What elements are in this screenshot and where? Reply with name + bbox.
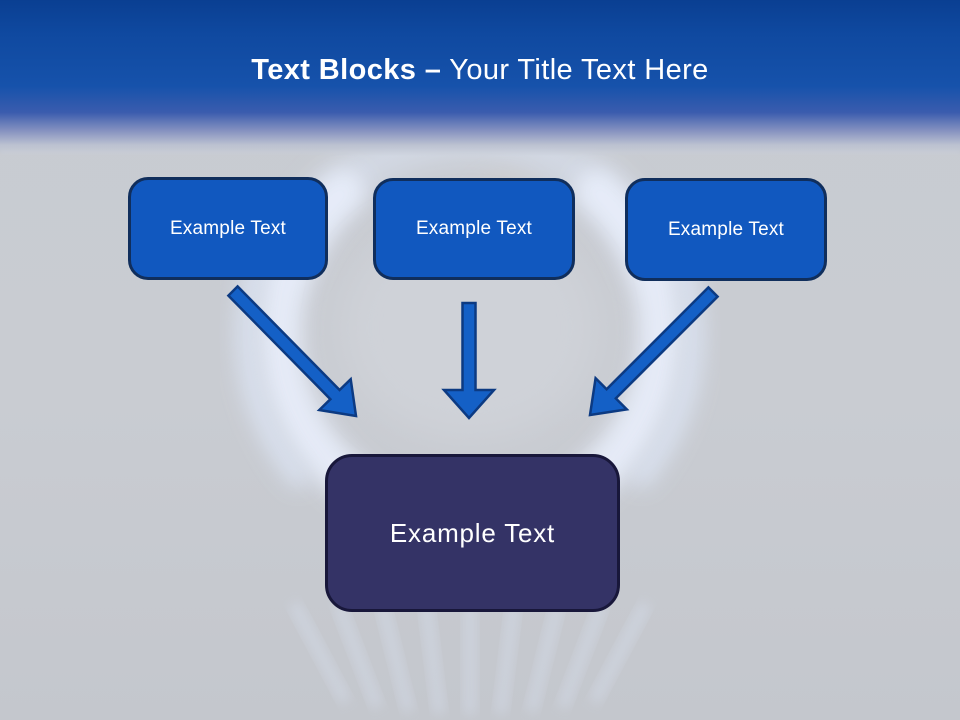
result-text-block-label: Example Text bbox=[389, 517, 556, 548]
result-text-block: Example Text bbox=[325, 454, 620, 612]
text-block-2: Example Text bbox=[373, 178, 575, 280]
text-block-2-label: Example Text bbox=[415, 218, 533, 239]
text-block-1-label: Example Text bbox=[169, 217, 287, 239]
text-block-1: Example Text bbox=[128, 177, 328, 280]
text-block-3: Example Text bbox=[625, 178, 827, 281]
text-block-3-label: Example Text bbox=[667, 218, 785, 240]
